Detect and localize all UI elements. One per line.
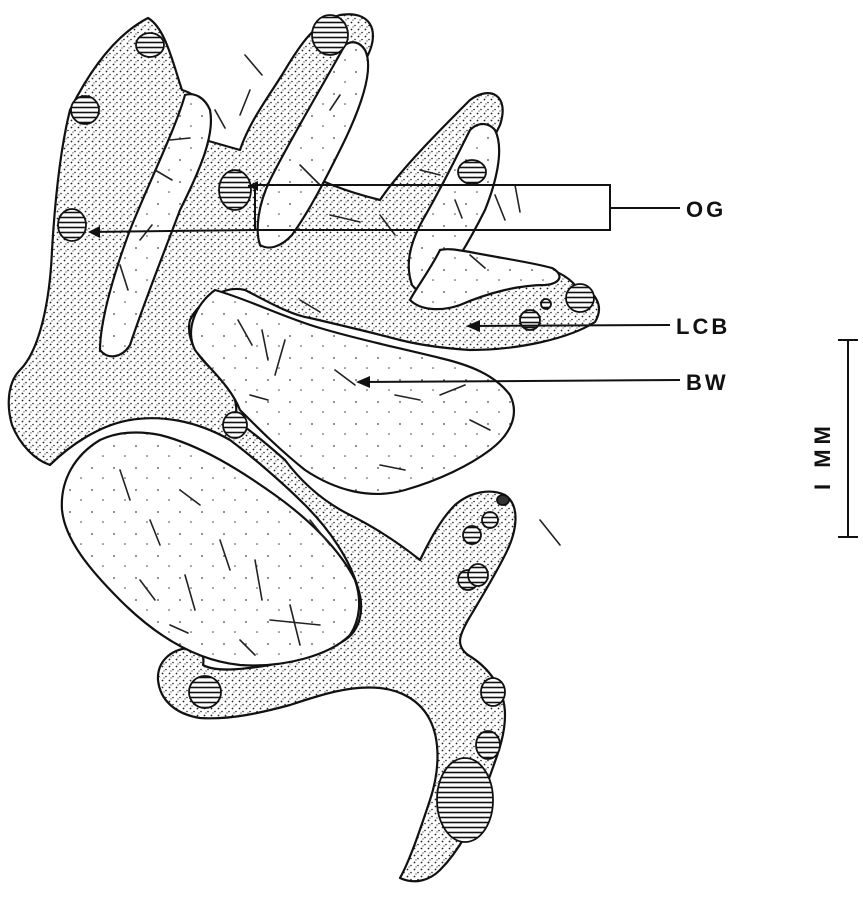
scale-bar: I MM <box>810 340 858 537</box>
label-og: OG <box>686 197 726 222</box>
label-bw: BW <box>686 370 729 395</box>
scale-bar-label: I MM <box>810 421 835 490</box>
label-lcb: LCB <box>676 314 730 339</box>
